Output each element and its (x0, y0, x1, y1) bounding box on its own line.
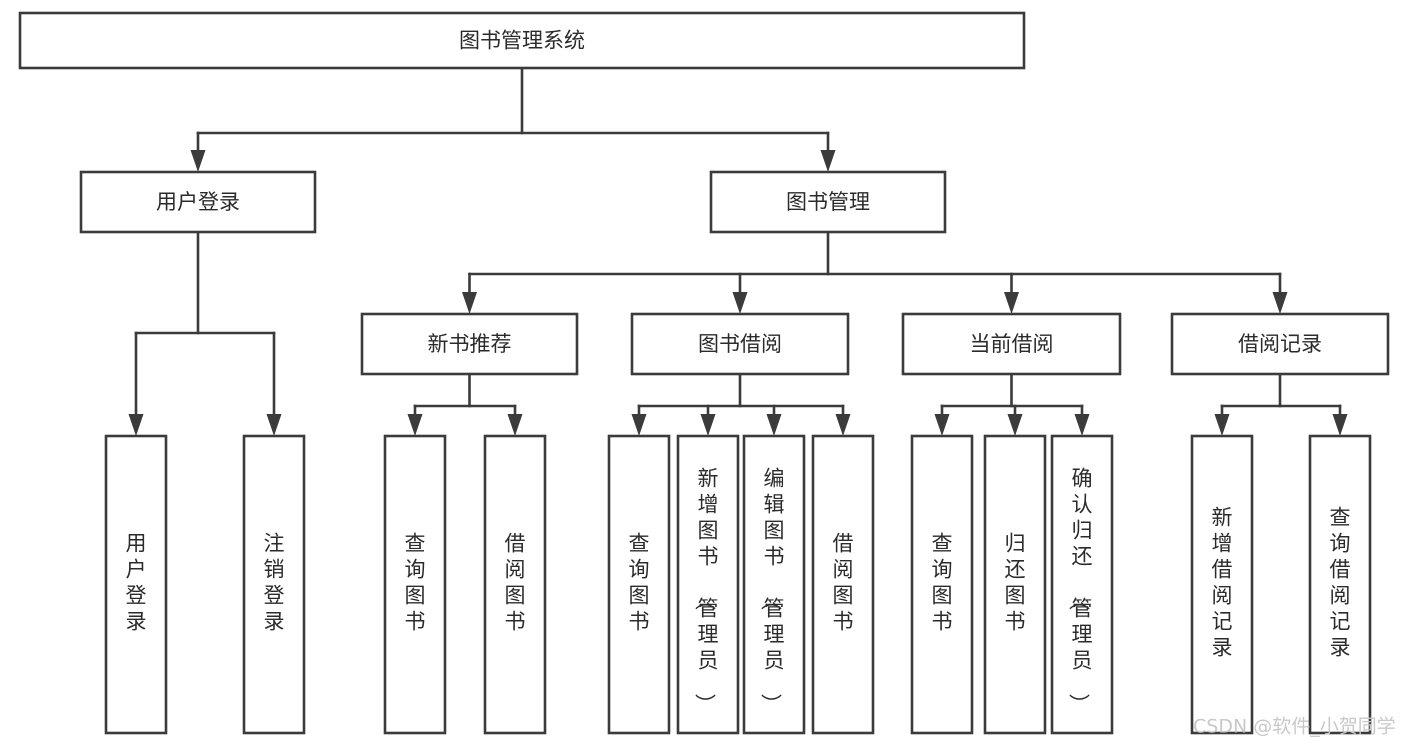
node-box-leaf-add-record[interactable] (1190, 434, 1254, 735)
node-box-current-borrow[interactable] (901, 312, 1122, 376)
node-leaf-add-book[interactable]: 新增图书（管理员） (676, 434, 740, 735)
node-box-leaf-confirm-return[interactable] (1050, 434, 1114, 735)
arrow-head-icon (732, 292, 748, 314)
node-book-borrow[interactable]: 图书借阅 (630, 312, 850, 376)
node-leaf-query-book-3[interactable]: 查询图书 (910, 434, 974, 735)
node-label-borrow-record: 借阅记录 (1238, 332, 1322, 356)
node-label-leaf-borrow-book-1: 借阅图书 (505, 531, 526, 633)
node-label-leaf-query-book-1: 查询图书 (405, 531, 426, 633)
node-label-leaf-user-logout: 注销登录 (264, 531, 285, 633)
connector-group-root (190, 66, 836, 172)
arrow-head-icon (507, 414, 523, 436)
connector-group-borrow-record (1214, 372, 1348, 436)
node-root[interactable]: 图书管理系统 (18, 11, 1026, 70)
node-box-leaf-borrow-book-1[interactable] (483, 434, 547, 735)
node-label-book-manage: 图书管理 (786, 190, 870, 214)
arrow-head-icon (1004, 292, 1019, 314)
node-label-new-book-rec: 新书推荐 (428, 332, 512, 356)
node-label-root: 图书管理系统 (459, 29, 585, 53)
node-box-leaf-query-book-1[interactable] (383, 434, 447, 735)
arrow-head-icon (1332, 414, 1348, 436)
arrow-head-icon (462, 292, 477, 314)
arrow-head-icon (766, 414, 782, 436)
node-box-borrow-record[interactable] (1170, 312, 1390, 376)
node-book-manage[interactable]: 图书管理 (709, 170, 947, 234)
watermark-layer: CSDN @软件_小贺同学 (1193, 716, 1396, 738)
connectors-layer (128, 66, 1348, 436)
node-leaf-query-record[interactable]: 查询借阅记录 (1308, 434, 1372, 735)
node-leaf-user-login[interactable]: 用户登录 (104, 434, 168, 735)
csdn-watermark: CSDN @软件_小贺同学 (1193, 716, 1396, 738)
node-box-user-login[interactable] (79, 170, 317, 234)
arrow-head-icon (1074, 414, 1090, 436)
node-label-leaf-return-book: 归还图书 (1005, 531, 1026, 633)
arrow-head-icon (934, 414, 950, 436)
connector-group-new-book-rec (407, 372, 523, 436)
connector-group-book-manage (462, 230, 1288, 314)
arrow-head-icon (1007, 414, 1023, 436)
node-box-new-book-rec[interactable] (360, 312, 579, 376)
node-new-book-rec[interactable]: 新书推荐 (360, 312, 579, 376)
connector-group-current-borrow (934, 372, 1090, 436)
connector-group-book-borrow (631, 372, 851, 436)
arrow-head-icon (266, 414, 282, 436)
node-box-leaf-edit-book[interactable] (742, 434, 806, 735)
node-label-leaf-borrow-book-2: 借阅图书 (833, 531, 854, 633)
node-label-leaf-query-book-3: 查询图书 (932, 531, 953, 633)
node-label-leaf-user-login: 用户登录 (126, 531, 147, 633)
node-box-book-manage[interactable] (709, 170, 947, 234)
node-leaf-query-book-1[interactable]: 查询图书 (383, 434, 447, 735)
node-label-leaf-query-book-2: 查询图书 (629, 531, 650, 633)
node-leaf-borrow-book-2[interactable]: 借阅图书 (811, 434, 875, 735)
arrow-head-icon (700, 414, 716, 436)
node-leaf-confirm-return[interactable]: 确认归还（管理员） (1050, 434, 1114, 735)
arrow-head-icon (190, 150, 206, 172)
node-box-leaf-user-logout[interactable] (242, 434, 306, 735)
node-box-leaf-query-book-3[interactable] (910, 434, 974, 735)
node-label-leaf-add-book: 新增图书（管理员） (693, 466, 719, 714)
node-leaf-borrow-book-1[interactable]: 借阅图书 (483, 434, 547, 735)
node-box-book-borrow[interactable] (630, 312, 850, 376)
node-box-leaf-add-book[interactable] (676, 434, 740, 735)
node-current-borrow[interactable]: 当前借阅 (901, 312, 1122, 376)
node-label-leaf-edit-book: 编辑图书（管理员） (759, 466, 785, 714)
node-label-current-borrow: 当前借阅 (970, 332, 1054, 356)
node-leaf-user-logout[interactable]: 注销登录 (242, 434, 306, 735)
node-leaf-edit-book[interactable]: 编辑图书（管理员） (742, 434, 806, 735)
node-label-leaf-add-record: 新增借阅记录 (1212, 505, 1233, 659)
node-label-leaf-query-record: 查询借阅记录 (1330, 505, 1351, 659)
node-box-root[interactable] (18, 11, 1026, 70)
arrow-head-icon (820, 150, 836, 172)
node-label-book-borrow: 图书借阅 (698, 332, 782, 356)
node-leaf-return-book[interactable]: 归还图书 (983, 434, 1047, 735)
node-box-leaf-query-book-2[interactable] (607, 434, 671, 735)
arrow-head-icon (835, 414, 851, 436)
arrow-head-icon (1272, 292, 1288, 314)
node-box-leaf-query-record[interactable] (1308, 434, 1372, 735)
node-box-leaf-return-book[interactable] (983, 434, 1047, 735)
node-label-leaf-confirm-return: 确认归还（管理员） (1067, 466, 1093, 714)
node-leaf-add-record[interactable]: 新增借阅记录 (1190, 434, 1254, 735)
arrow-head-icon (1214, 414, 1230, 436)
node-leaf-query-book-2[interactable]: 查询图书 (607, 434, 671, 735)
node-borrow-record[interactable]: 借阅记录 (1170, 312, 1390, 376)
arrow-head-icon (631, 414, 647, 436)
nodes-layer: 图书管理系统用户登录图书管理新书推荐图书借阅当前借阅借阅记录用户登录注销登录查询… (18, 11, 1390, 735)
node-box-leaf-user-login[interactable] (104, 434, 168, 735)
node-box-leaf-borrow-book-2[interactable] (811, 434, 875, 735)
node-label-user-login: 用户登录 (156, 190, 240, 214)
connector-group-user-login (128, 230, 282, 436)
arrow-head-icon (128, 414, 144, 436)
node-user-login[interactable]: 用户登录 (79, 170, 317, 234)
arrow-head-icon (407, 414, 423, 436)
